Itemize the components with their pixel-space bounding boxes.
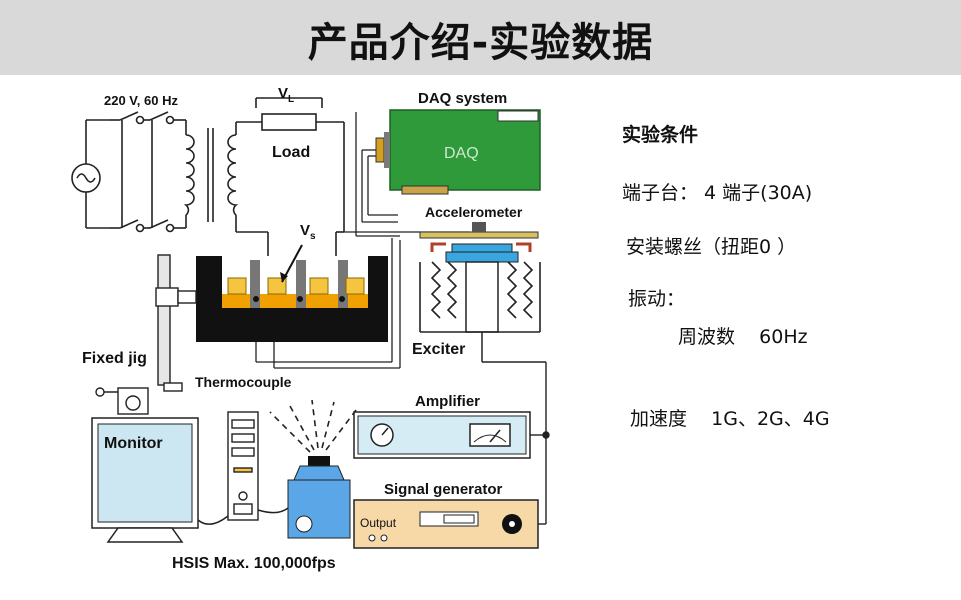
- thermocouple-wires: [255, 238, 401, 369]
- amplifier-label: Amplifier: [415, 393, 480, 410]
- monitor-label: Monitor: [104, 435, 163, 452]
- conditions-heading: 实验条件: [622, 124, 699, 146]
- fixed-jig-label: Fixed jig: [82, 350, 147, 367]
- fixed-jig: [95, 254, 197, 415]
- exciter-label: Exciter: [412, 341, 465, 358]
- terminal-block: [196, 244, 388, 342]
- experiment-setup-diagram: 220 V, 60 Hz VL Load DAQ system DAQ Acce…: [71, 85, 550, 572]
- vl-label: VL: [278, 85, 294, 105]
- condition-vibration: 振动：: [628, 288, 686, 310]
- condition-frequency: 周波数 60Hz: [678, 326, 808, 348]
- condition-terminal: 端子台： 4 端子(30A): [622, 182, 813, 204]
- daq-system-label: DAQ system: [418, 90, 507, 107]
- output-label: Output: [360, 516, 397, 530]
- load-label: Load: [272, 144, 310, 161]
- vs-label: Vs: [300, 222, 316, 242]
- title-bar: [0, 0, 961, 75]
- hsis-camera: [257, 399, 357, 539]
- exciter: [419, 222, 541, 362]
- thermocouple-label: Thermocouple: [195, 374, 292, 390]
- daq-board: [375, 109, 541, 195]
- monitor: [91, 417, 229, 543]
- signal-wiring: [482, 361, 550, 525]
- accelerometer-label: Accelerometer: [425, 204, 523, 220]
- hsis-label: HSIS Max. 100,000fps: [172, 555, 336, 572]
- power-label: 220 V, 60 Hz: [104, 93, 178, 108]
- signal-generator-label: Signal generator: [384, 481, 503, 498]
- amplifier: [353, 411, 531, 459]
- pc-tower: [227, 411, 259, 521]
- power-circuit: [71, 97, 345, 262]
- condition-mounting: 安装螺丝（扭距0 ）: [626, 236, 797, 258]
- daq-board-label: DAQ: [444, 145, 479, 162]
- page-title: 产品介绍-实验数据: [307, 20, 654, 66]
- condition-acceleration: 加速度 1G、2G、4G: [630, 408, 830, 430]
